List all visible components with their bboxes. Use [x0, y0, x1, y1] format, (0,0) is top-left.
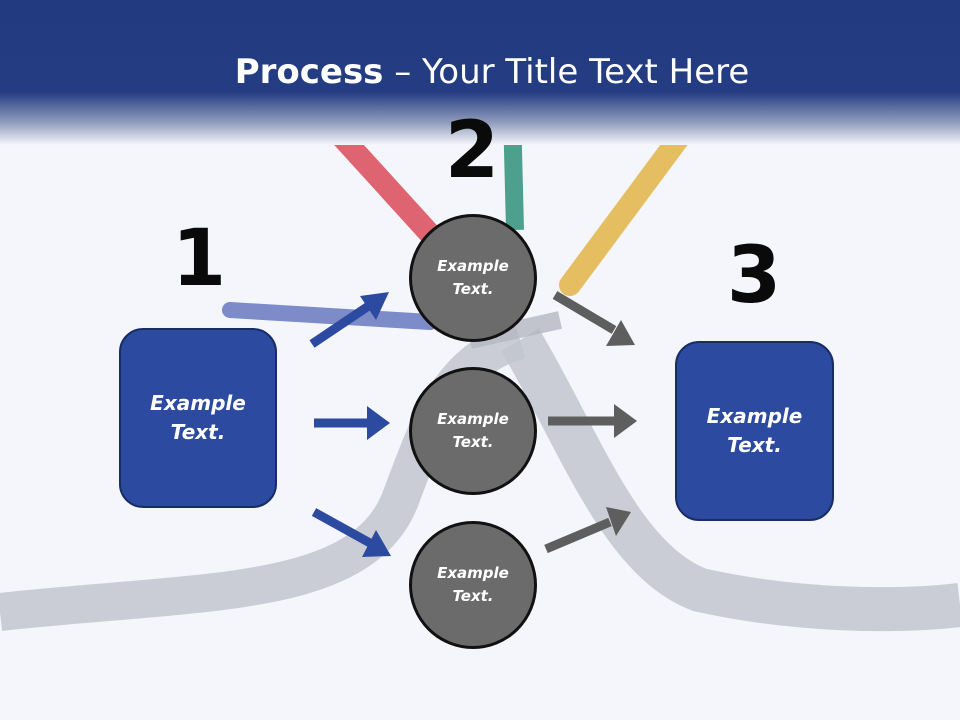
left-box-line2: Text.	[170, 420, 226, 444]
right-box-line2: Text.	[727, 433, 782, 457]
slide-title: Process – Your Title Text Here	[0, 52, 960, 92]
step-number-2: 2	[444, 106, 500, 196]
arrow-gray-up	[544, 507, 631, 554]
arrow-gray-right	[548, 404, 637, 438]
step-number-3: 3	[726, 231, 782, 321]
circle-bottom-line1: Example	[437, 564, 509, 582]
circle-middle-line1: Example	[437, 410, 509, 428]
circle-top-line1: Example	[437, 257, 509, 275]
circle-top[interactable]: Example Text.	[409, 214, 537, 342]
right-text-box[interactable]: Example Text.	[675, 341, 834, 521]
step-number-1: 1	[171, 214, 227, 304]
circle-bottom-line2: Text.	[452, 587, 494, 605]
left-text-box[interactable]: Example Text.	[119, 328, 277, 508]
yellow-wire	[559, 119, 696, 296]
circle-bottom[interactable]: Example Text.	[409, 521, 537, 649]
circle-middle[interactable]: Example Text.	[409, 367, 537, 495]
title-rest: – Your Title Text Here	[383, 52, 750, 92]
title-bold: Process	[234, 52, 384, 92]
arrow-blue-down	[311, 508, 391, 557]
blue-wire	[222, 302, 438, 330]
circle-top-line2: Text.	[452, 280, 494, 298]
arrow-blue-right	[314, 406, 390, 440]
title-banner	[0, 0, 960, 145]
circle-middle-line2: Text.	[452, 433, 494, 451]
right-cable	[501, 328, 960, 632]
red-wire	[329, 124, 451, 256]
arrow-gray-down	[552, 291, 635, 346]
arrow-blue-up	[309, 292, 389, 348]
right-box-line1: Example	[706, 404, 803, 428]
left-box-line1: Example	[150, 391, 246, 415]
